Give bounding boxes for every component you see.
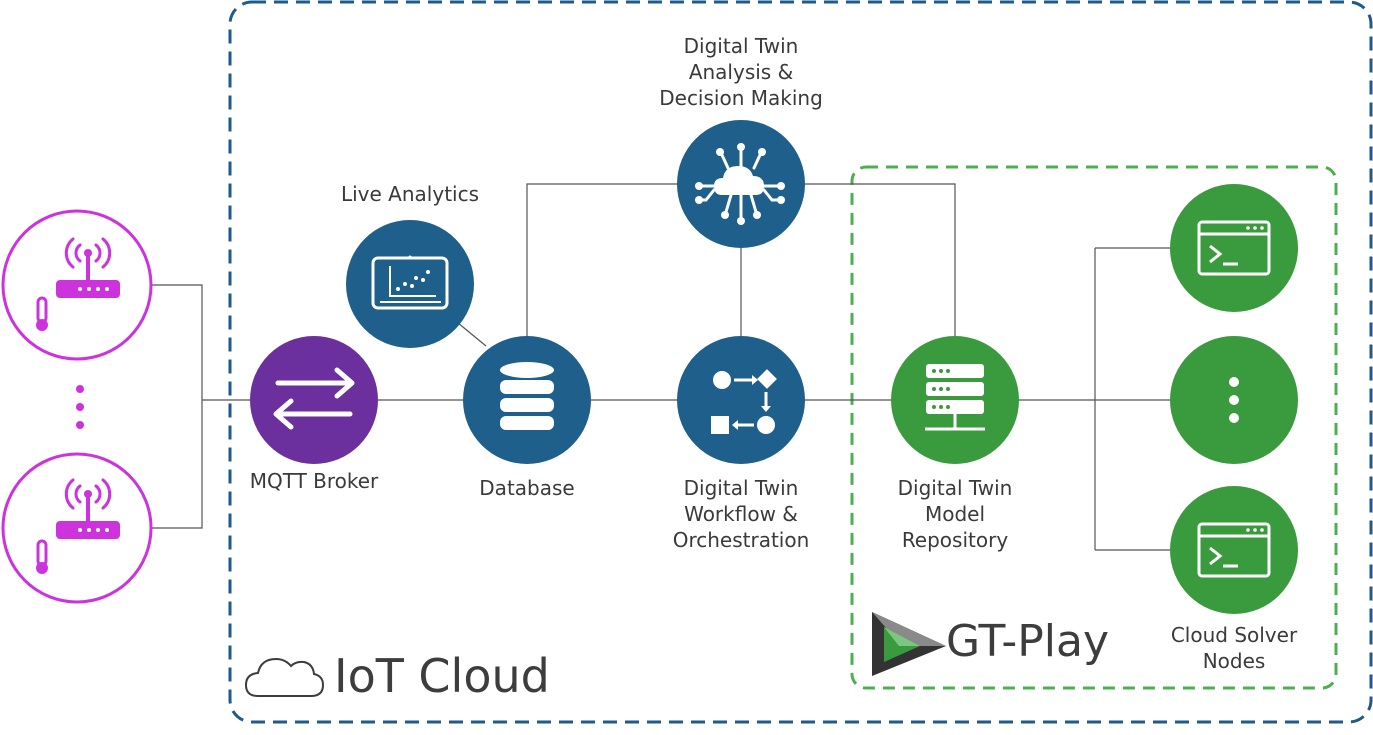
- mqtt-broker-label: MQTT Broker: [249, 469, 379, 493]
- cloud-solver-nodes-label: Cloud Solver Nodes: [1170, 623, 1298, 673]
- database-icon: [500, 362, 554, 430]
- workflow-node: [677, 336, 805, 464]
- wireless-signal-icon: [64, 237, 112, 269]
- live-analytics-label: Live Analytics: [340, 182, 480, 206]
- connector-database-analysis: [526, 183, 680, 337]
- connectors: [150, 183, 1172, 551]
- thermometer-icon: [36, 296, 48, 331]
- terminal-icon: [1197, 220, 1271, 276]
- terminal-icon: [1197, 522, 1271, 578]
- solver-node-bottom: [1170, 486, 1298, 614]
- repository-node: [891, 336, 1019, 464]
- connector-sensor-bottom: [150, 400, 203, 529]
- gt-play-boundary: [850, 165, 1338, 690]
- analysis-node: [677, 120, 805, 248]
- iot-cloud-boundary: [228, 0, 1373, 724]
- connector-sensor-top: [150, 284, 203, 400]
- cloud-network-icon: [700, 148, 780, 220]
- database-node: [463, 336, 591, 464]
- network-nodes-icon: [695, 143, 785, 225]
- solver-node-top: [1170, 184, 1298, 312]
- connector-analysis-repository: [804, 183, 956, 337]
- sensor-node-top: [1, 209, 153, 361]
- mqtt-broker-node: [250, 336, 378, 464]
- wireless-signal-icon: [64, 478, 112, 510]
- router-icon: [56, 490, 120, 539]
- exchange-arrows-icon: [273, 367, 355, 430]
- sensor-node-bottom: [1, 452, 153, 604]
- router-icon: [56, 249, 120, 298]
- analysis-label: Digital Twin Analysis & Decision Making: [659, 34, 823, 110]
- workflow-icon: [711, 369, 777, 434]
- gt-play-logo-icon: [872, 612, 946, 676]
- gt-play-label: GT-Play: [946, 616, 1110, 667]
- live-analytics-node: [346, 220, 474, 348]
- ellipsis-icon: [1229, 377, 1239, 423]
- thermometer-icon: [36, 539, 48, 574]
- server-icon: [925, 364, 985, 431]
- sensor-ellipsis: [76, 385, 84, 429]
- solver-node-mid: [1170, 336, 1298, 464]
- database-label: Database: [479, 476, 575, 500]
- cloud-outline-icon: [244, 657, 325, 697]
- repository-label: Digital Twin Model Repository: [897, 476, 1013, 552]
- workflow-label: Digital Twin Workflow & Orchestration: [672, 476, 810, 552]
- iot-cloud-label: IoT Cloud: [334, 649, 550, 703]
- analytics-monitor-icon: [371, 255, 449, 310]
